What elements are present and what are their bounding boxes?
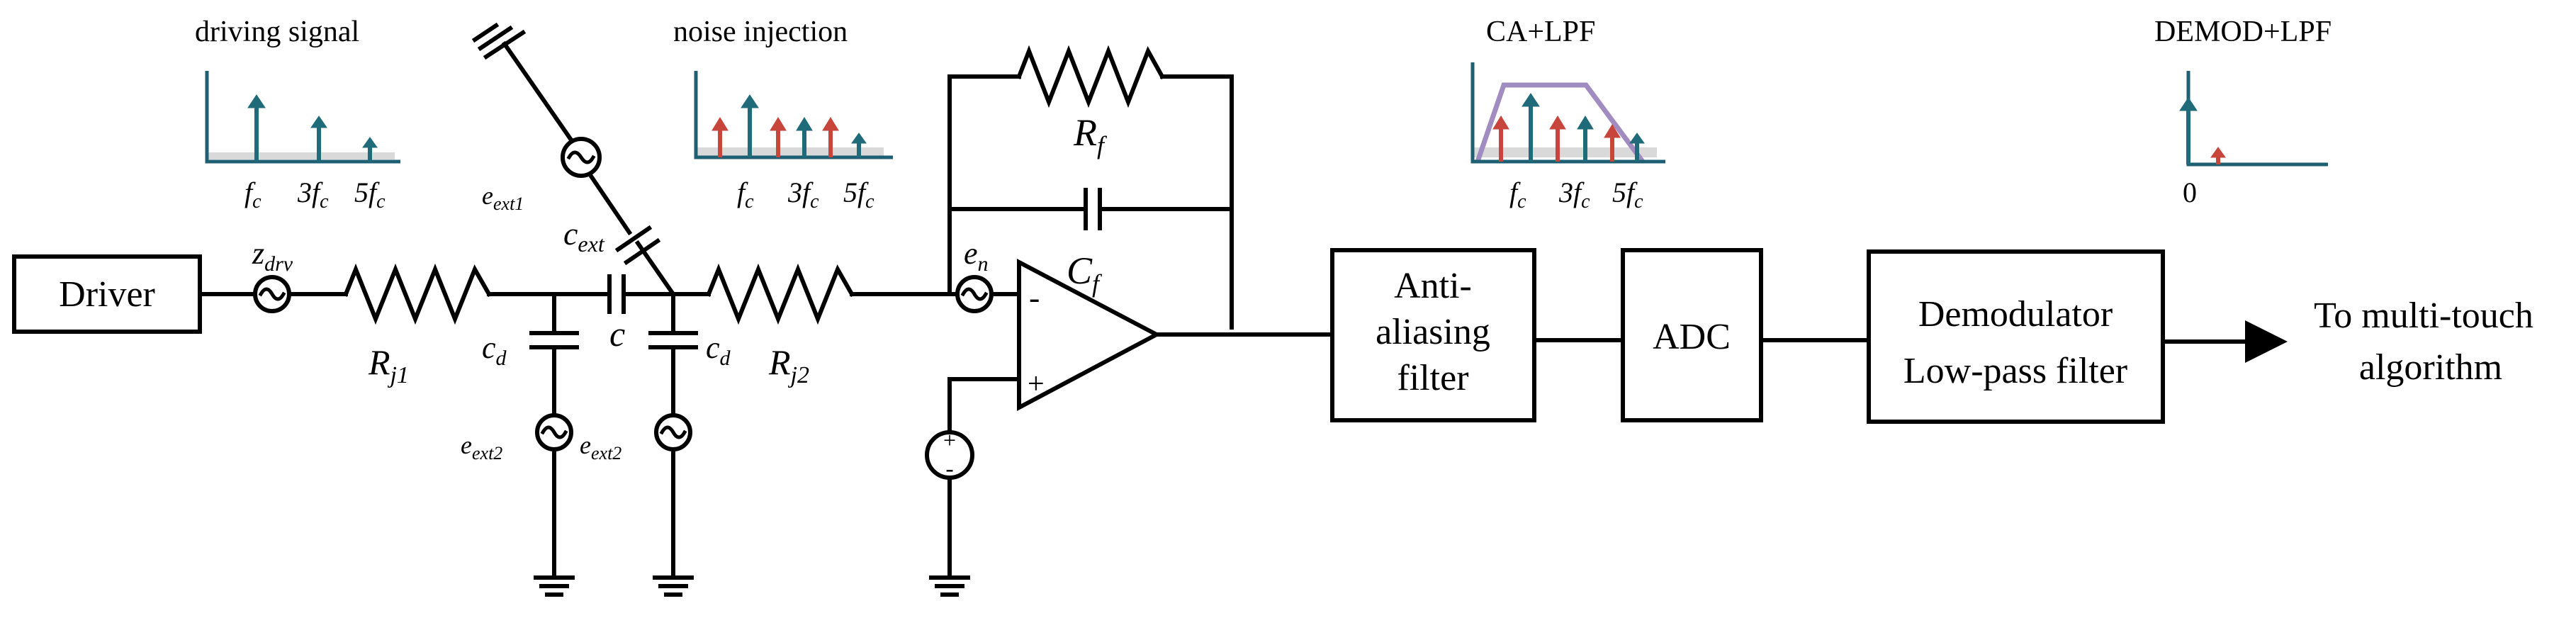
cd2-label: cd xyxy=(706,330,731,370)
svg-text:aliasing: aliasing xyxy=(1376,312,1490,352)
svg-text:Anti-: Anti- xyxy=(1394,266,1472,306)
ground-1 xyxy=(534,575,575,597)
adc-block: ADC xyxy=(1621,248,1763,422)
output-label-1: To multi-touch xyxy=(2314,296,2533,336)
svg-text:3fc: 3fc xyxy=(297,176,329,213)
zdrv-label: zdrv xyxy=(252,236,293,276)
demodulator-block: Demodulator Low-pass filter xyxy=(1867,249,2165,424)
opamp-plus: + xyxy=(1028,368,1045,400)
driver-label: Driver xyxy=(59,274,155,315)
cext-label: cext xyxy=(563,215,605,257)
cext-capacitor xyxy=(614,225,661,266)
op-amp: - + xyxy=(1017,259,1162,411)
rj1-label: Rj1 xyxy=(368,342,409,388)
eext2a-label: eext2 xyxy=(461,431,502,464)
inset-driving-signal: driving signal fc 3fc 5fc xyxy=(195,16,400,213)
inset-ca-lpf: CA+LPF fc 3fc 5fc xyxy=(1470,16,1665,213)
vsrc-plus: + xyxy=(943,427,956,453)
svg-text:Demodulator: Demodulator xyxy=(1918,294,2113,335)
inset-demod-zero: 0 xyxy=(2183,176,2197,208)
en-label: en xyxy=(964,236,989,276)
inset-noise-injection: noise injection fc 3fc 5fc xyxy=(673,16,893,213)
inset-demod-lpf: DEMOD+LPF 0 xyxy=(2154,16,2332,208)
residual-noise-arrow xyxy=(2210,147,2226,164)
rj2-label: Rj2 xyxy=(768,342,809,388)
svg-text:5fc: 5fc xyxy=(843,176,874,213)
output-label-2: algorithm xyxy=(2359,347,2502,388)
vsrc-minus: - xyxy=(945,456,953,482)
eext1-source xyxy=(561,137,602,178)
svg-text:fc: fc xyxy=(737,176,754,213)
eext2b-source xyxy=(654,413,692,451)
rf-resistor xyxy=(1016,45,1166,108)
cd1-label: cd xyxy=(482,330,507,370)
en-source xyxy=(955,275,994,313)
zdrv-source xyxy=(253,275,291,313)
anti-aliasing-filter-block: Anti- aliasing filter xyxy=(1330,248,1536,422)
inset-noise-title: noise injection xyxy=(673,16,848,48)
rj2-resistor xyxy=(706,263,855,325)
eext2b-label: eext2 xyxy=(580,431,621,464)
inset-demod-title: DEMOD+LPF xyxy=(2154,16,2332,48)
svg-text:ADC: ADC xyxy=(1653,317,1731,357)
rj1-resistor xyxy=(343,263,493,325)
rf-label: Rf xyxy=(1073,111,1108,159)
driver-block: Driver xyxy=(12,254,202,334)
svg-text:3fc: 3fc xyxy=(787,176,819,213)
svg-text:Low-pass filter: Low-pass filter xyxy=(1903,351,2127,391)
ground-diagonal xyxy=(471,22,527,60)
svg-text:3fc: 3fc xyxy=(1558,176,1590,213)
dc-component-arrow xyxy=(2179,97,2198,164)
eext2a-source xyxy=(535,413,573,451)
svg-text:filter: filter xyxy=(1397,358,1468,398)
ground-3 xyxy=(929,575,970,597)
svg-text:fc: fc xyxy=(1509,176,1526,213)
svg-text:fc: fc xyxy=(244,176,261,213)
eext1-label: eext1 xyxy=(482,181,524,214)
ground-2 xyxy=(653,575,694,597)
inset-calpf-title: CA+LPF xyxy=(1486,16,1595,48)
svg-text:5fc: 5fc xyxy=(1612,176,1643,213)
svg-text:5fc: 5fc xyxy=(354,176,386,213)
lpf-response xyxy=(1475,82,1645,164)
dc-source: + - xyxy=(925,427,974,482)
inset-driving-title: driving signal xyxy=(195,16,359,48)
c-label: c xyxy=(609,314,625,354)
opamp-minus: - xyxy=(1029,279,1040,315)
